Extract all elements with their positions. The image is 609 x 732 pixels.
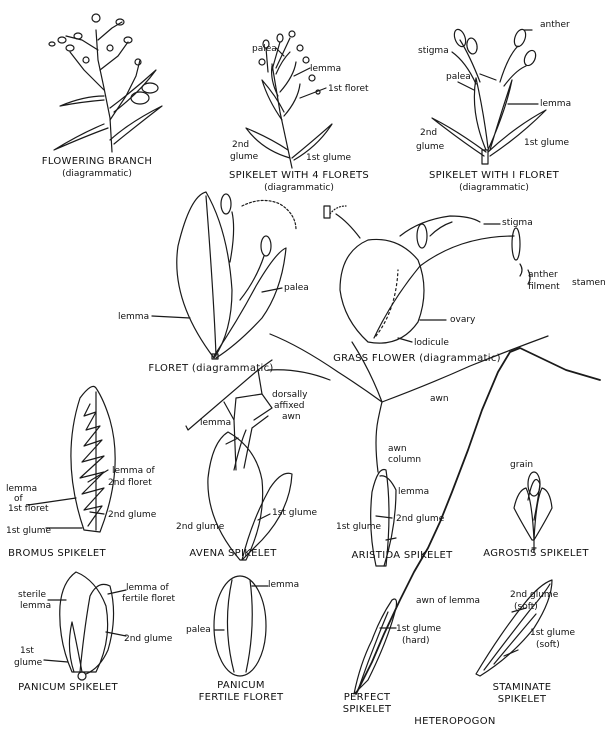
caption-staminate-spikelet: STAMINATE SPIKELET [482, 682, 562, 706]
caption-aristida: ARISTIDA SPIKELET [342, 550, 462, 562]
label-he-glume1a: 1st glume [396, 624, 441, 634]
floret-figure [152, 192, 296, 359]
label-ar-awn: awn [430, 394, 449, 404]
caption-panicum-fertile-2: FERTILE FLORET [186, 692, 296, 704]
caption-bromus: BROMUS SPIKELET [2, 548, 112, 560]
caption-panicum-fertile: PANICUM FERTILE FLORET [186, 680, 296, 704]
caption-panicum: PANICUM SPIKELET [8, 682, 128, 694]
label-gf-lodicule: lodicule [414, 338, 449, 348]
caption-flowering-branch: FLOWERING BRANCH (diagrammatic) [22, 156, 172, 180]
caption-perfect-2: SPIKELET [332, 704, 402, 716]
label-pa-glume2: 2nd glume [124, 634, 172, 644]
label-s1-glume2a: 2nd [420, 128, 437, 138]
caption-spikelet-1-title: SPIKELET WITH I FLORET [404, 170, 584, 182]
label-pa-glume1b: glume [14, 658, 42, 668]
label-s1-stigma: stigma [418, 46, 449, 56]
label-s1-anther: anther [540, 20, 570, 30]
caption-perfect-1: PERFECT [332, 692, 402, 704]
grass-flower-figure [324, 206, 530, 343]
label-av-lemma: lemma [200, 418, 231, 428]
label-floret-palea: palea [284, 283, 309, 293]
label-pa-sterile-a: sterile [18, 590, 46, 600]
label-br-glume1: 1st glume [6, 526, 51, 536]
label-pf-lemma: lemma [268, 580, 299, 590]
caption-spikelet-4-title: SPIKELET WITH 4 FLORETS [204, 170, 394, 182]
label-gf-stigma: stigma [502, 218, 533, 228]
caption-staminate-1: STAMINATE [482, 682, 562, 694]
label-he-glume2b: (soft) [514, 602, 538, 612]
aristida-spikelet-figure [270, 334, 548, 566]
label-pa-glume1a: 1st [20, 646, 34, 656]
label-av-glume1: 1st glume [272, 508, 317, 518]
label-av-glume2: 2nd glume [176, 522, 224, 532]
label-s4-glume2b: glume [230, 152, 258, 162]
flowering-branch-figure [49, 14, 162, 152]
label-ar-col-b: column [388, 455, 421, 465]
label-floret-lemma: lemma [118, 312, 149, 322]
caption-avena: AVENA SPIKELET [178, 548, 288, 560]
label-he-glume1b: (hard) [402, 636, 430, 646]
label-gf-filment: filment [528, 282, 560, 292]
caption-floret: FLORET (diagrammatic) [126, 363, 296, 375]
label-av-dorsal-a: dorsally [272, 390, 307, 400]
label-s1-palea: palea [446, 72, 471, 82]
caption-spikelet-4-florets: SPIKELET WITH 4 FLORETS (diagrammatic) [204, 170, 394, 194]
label-br-lemma-b: of [14, 494, 23, 504]
caption-spikelet-1-sub: (diagrammatic) [404, 182, 584, 194]
label-s1-glume2b: glume [416, 142, 444, 152]
label-av-dorsal-b: affixed [274, 401, 305, 411]
label-br-glume2: 2nd glume [108, 510, 156, 520]
label-s4-glume2a: 2nd [232, 140, 249, 150]
panicum-fertile-floret-figure [214, 576, 268, 676]
caption-spikelet-1-floret: SPIKELET WITH I FLORET (diagrammatic) [404, 170, 584, 194]
label-gf-ovary: ovary [450, 315, 475, 325]
caption-agrostis: AGROSTIS SPIKELET [476, 548, 596, 560]
label-pa-fertile-a: lemma of [126, 583, 169, 593]
label-he-glume1c: 1st glume [530, 628, 575, 638]
label-pa-fertile-b: fertile floret [122, 594, 175, 604]
caption-perfect-spikelet: PERFECT SPIKELET [332, 692, 402, 716]
label-he-glume2a: 2nd glume [510, 590, 558, 600]
label-ar-col-a: awn [388, 444, 407, 454]
label-gf-stamen: stamen [572, 278, 606, 288]
label-s4-glume1: 1st glume [306, 153, 351, 163]
label-br-lemma-c: 1st floret [8, 504, 49, 514]
caption-heteropogon: HETEROPOGON [400, 716, 510, 728]
label-he-awn: awn of lemma [416, 596, 480, 606]
label-s1-glume1: 1st glume [524, 138, 569, 148]
label-pa-sterile-b: lemma [20, 601, 51, 611]
label-s4-floret1: 1st floret [328, 84, 369, 94]
caption-flowering-branch-sub: (diagrammatic) [22, 168, 172, 180]
label-br-lemma-a: lemma [6, 484, 37, 494]
caption-flowering-branch-title: FLOWERING BRANCH [22, 156, 172, 168]
label-ar-lemma: lemma [398, 487, 429, 497]
label-br-lemma2-b: 2nd floret [108, 478, 152, 488]
heteropogon-figure [354, 348, 600, 694]
label-ar-glume1: 1st glume [336, 522, 381, 532]
label-ag-grain: grain [510, 460, 533, 470]
agrostis-spikelet-figure [514, 472, 552, 552]
label-av-dorsal-c: awn [282, 412, 301, 422]
label-s4-lemma: lemma [310, 64, 341, 74]
label-he-glume1d: (soft) [536, 640, 560, 650]
label-br-lemma2-a: lemma of [112, 466, 155, 476]
panicum-spikelet-figure [44, 572, 126, 680]
caption-staminate-2: SPIKELET [482, 694, 562, 706]
caption-grass-flower: GRASS FLOWER (diagrammatic) [312, 353, 522, 365]
label-pf-palea: palea [186, 625, 211, 635]
label-s1-lemma: lemma [540, 99, 571, 109]
label-s4-palea: palea [252, 44, 277, 54]
caption-spikelet-4-sub: (diagrammatic) [204, 182, 394, 194]
label-gf-anther: anther [528, 270, 558, 280]
caption-panicum-fertile-1: PANICUM [186, 680, 296, 692]
label-ar-glume2: 2nd glume [396, 514, 444, 524]
